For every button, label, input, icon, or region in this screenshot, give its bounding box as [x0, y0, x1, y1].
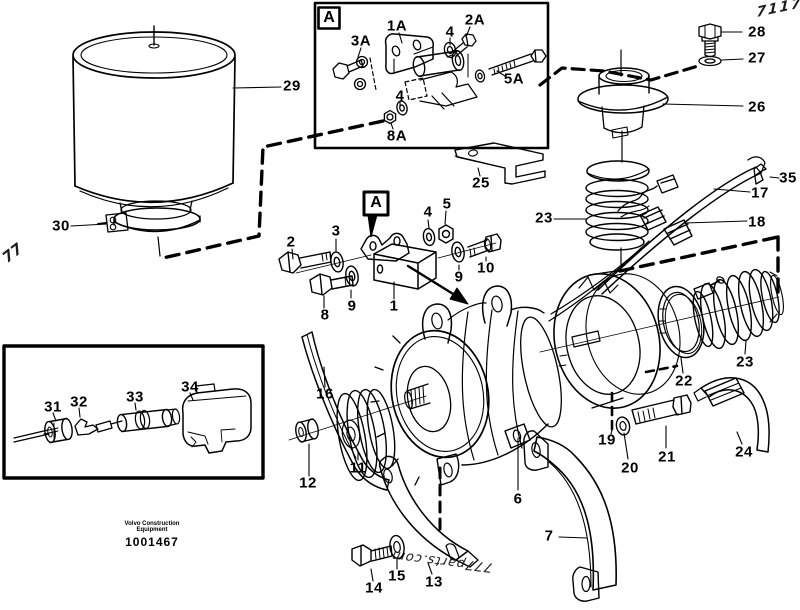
part-label-32-41: 32 [70, 393, 88, 411]
part-label-33-42: 33 [126, 388, 144, 406]
strap-24-drawing [693, 377, 770, 453]
part-label-21-35: 21 [658, 448, 676, 466]
bracket-25-drawing [454, 142, 546, 185]
part-label-8A-6: 8A [386, 127, 408, 145]
connector-inset-parts [13, 383, 252, 454]
part-label-31-40: 31 [44, 398, 62, 416]
air-filter-drawing [72, 25, 236, 220]
part-label-11-27: 11 [349, 459, 367, 477]
part-label-5-20: 5 [442, 195, 452, 213]
part-label-28-9: 28 [748, 23, 766, 41]
part-label-24-38: 24 [735, 443, 753, 461]
filter-clamp-drawing [97, 207, 201, 257]
pulley-belt-drawing [288, 331, 427, 491]
connector-inset-box [2, 344, 265, 480]
mid-hardware-drawing [278, 224, 502, 296]
part-label-12-28: 12 [299, 474, 317, 492]
part-label-1-25: 1 [389, 297, 399, 315]
publisher-name-line1: Volvo Construction [124, 521, 180, 527]
part-label-15-31: 15 [388, 567, 406, 585]
part-label-3-18: 3 [331, 222, 341, 240]
part-label-2-17: 2 [286, 233, 296, 251]
guard-7-drawing [523, 430, 617, 602]
reference-dashed-lines [161, 64, 780, 535]
assembly-marker-a-label: A [370, 194, 382, 211]
alternator-drawing [370, 285, 562, 486]
part-label-1A-0: 1A [386, 17, 408, 35]
wiring-17-18-drawing [548, 156, 766, 322]
part-label-13-30: 13 [425, 573, 443, 591]
part-label-4-3: 4 [445, 23, 455, 41]
title-block: Volvo Construction Equipment 1001467 [125, 521, 180, 549]
part-label-29-7: 29 [283, 77, 301, 95]
part-label-5A-4: 5A [503, 70, 525, 88]
part-label-26-11: 26 [748, 98, 766, 116]
part-label-9-23: 9 [454, 268, 464, 286]
part-label-20-34: 20 [621, 459, 639, 477]
part-label-16-26: 16 [316, 385, 334, 403]
part-label-30-8: 30 [52, 217, 70, 235]
part-label-27-10: 27 [748, 49, 766, 67]
part-label-6-29: 6 [513, 490, 523, 508]
figure-number: 1001467 [125, 535, 179, 549]
part-label-4-5: 4 [395, 87, 405, 105]
part-label-18-14: 18 [748, 213, 766, 231]
part-label-35-12: 35 [779, 169, 797, 187]
detail-inset-a-box [313, 1, 550, 150]
hose-23-left-drawing [585, 160, 650, 269]
bolt-28-drawing [698, 23, 722, 58]
part-label-34-43: 34 [181, 378, 199, 396]
part-label-19-33: 19 [598, 431, 616, 449]
leader-lines [52, 26, 780, 582]
part-label-9-21: 9 [347, 297, 357, 315]
hose-23-right-drawing [692, 268, 784, 350]
part-label-25-16: 25 [472, 174, 490, 192]
assembly-marker-a [362, 190, 390, 238]
part-label-2A-1: 2A [464, 11, 486, 29]
part-label-7-39: 7 [544, 527, 554, 545]
washer-27-drawing [698, 55, 722, 67]
part-label-17-13: 17 [751, 184, 769, 202]
part-label-10-24: 10 [477, 259, 495, 277]
detail-inset-a-corner-label: A [323, 9, 335, 26]
part-label-4-19: 4 [423, 203, 433, 221]
part-label-23-15: 23 [535, 209, 553, 227]
part-label-8-22: 8 [320, 306, 330, 324]
part-label-22-36: 22 [675, 372, 693, 390]
part-label-3A-2: 3A [350, 32, 372, 50]
adjust-arm-drawing [351, 455, 479, 568]
part-label-14-32: 14 [365, 579, 383, 597]
detail-inset-a-parts [332, 33, 547, 125]
part-label-23-37: 23 [736, 353, 754, 371]
publisher-name-line2: Equipment [136, 527, 168, 533]
cover-26-drawing [577, 49, 669, 163]
pointer-arrow [406, 264, 469, 305]
bolt-21-washer-20-drawing [615, 394, 692, 436]
housing-19-drawing [539, 270, 780, 409]
